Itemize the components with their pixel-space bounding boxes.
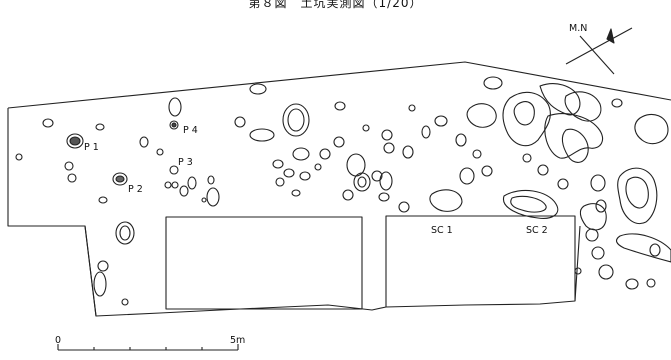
- scale-bar: [57, 344, 239, 351]
- baulk-left: [8, 225, 97, 317]
- north-arrow-icon: [565, 27, 633, 75]
- pit-features: [15, 76, 671, 306]
- pit-label-p3: P 3: [178, 157, 193, 168]
- scale-bar-end-label: 5m: [230, 335, 246, 346]
- scale-bar-start-label: 0: [55, 335, 62, 346]
- pit-label-p1: P 1: [84, 142, 99, 153]
- north-arrow-label: M.N: [569, 23, 588, 34]
- baulk-center: [165, 216, 363, 310]
- excavation-outline: [7, 61, 671, 317]
- pit-label-p4: P 4: [183, 125, 198, 136]
- figure-title: 第８図 土坑実測図（1/20）: [248, 0, 423, 10]
- pit-label-p2: P 2: [128, 184, 143, 195]
- pit-label-sc2: SC 2: [526, 225, 548, 236]
- baulk-right: [385, 215, 576, 307]
- pit-label-sc1: SC 1: [431, 225, 453, 236]
